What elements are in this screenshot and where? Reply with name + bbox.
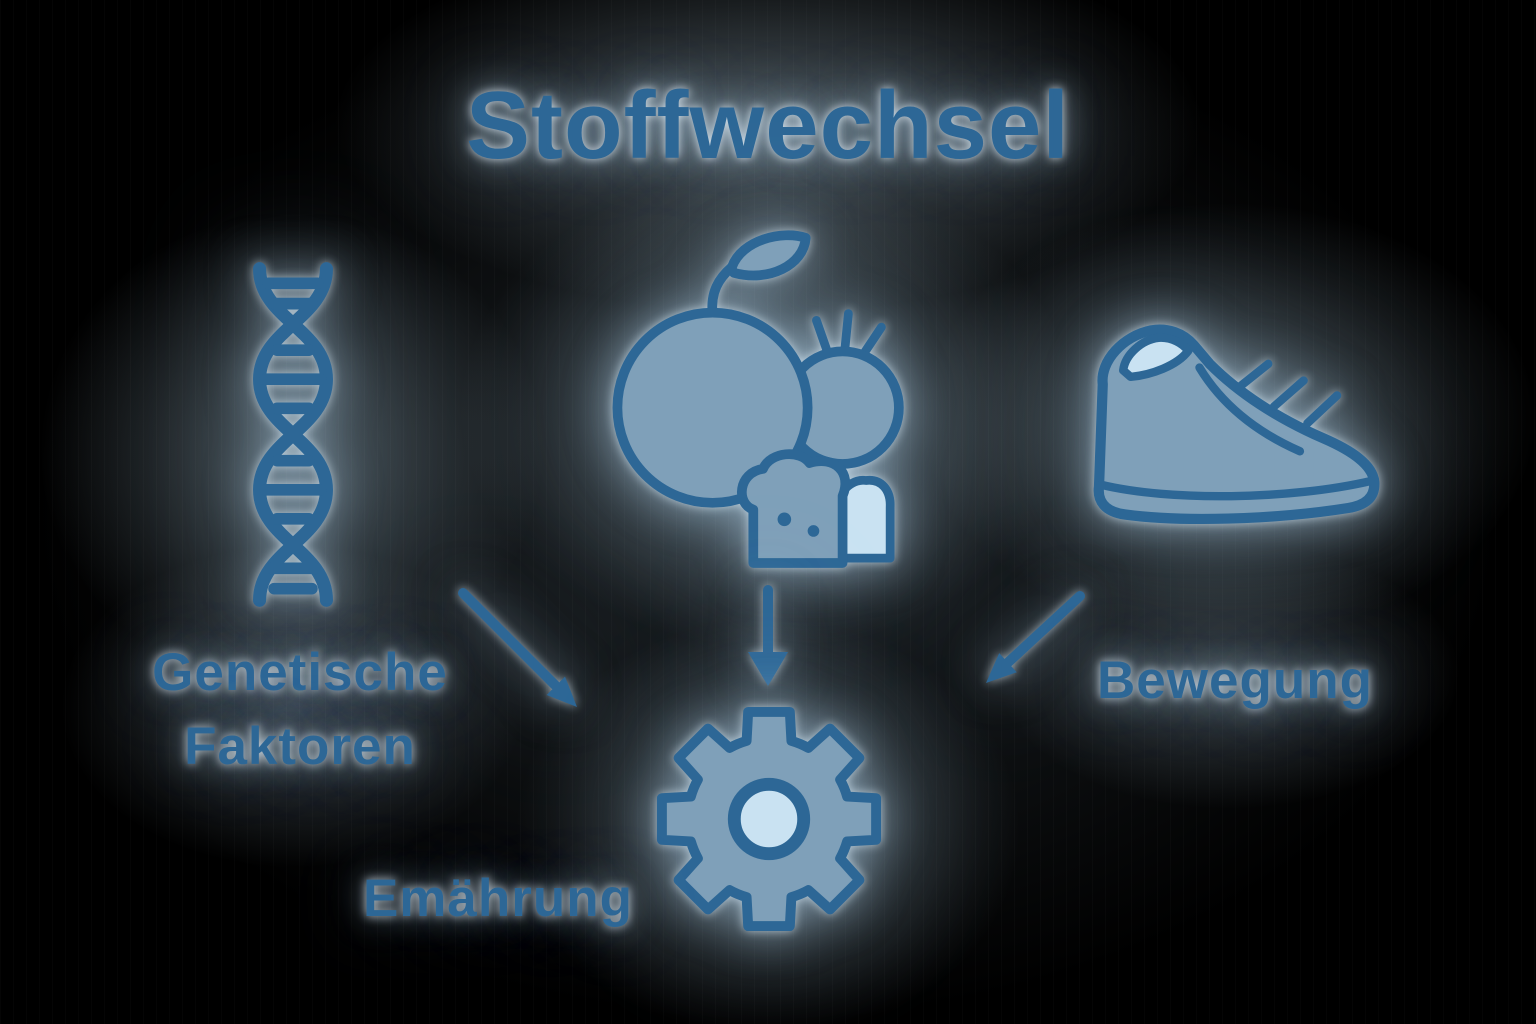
- dna-rungs: [259, 277, 327, 595]
- apple: [612, 307, 813, 508]
- diagram-title: Stoffwechsel: [465, 72, 1071, 179]
- bread-loaf: [737, 449, 851, 568]
- bread-dot: [777, 512, 792, 527]
- apple-leaf: [727, 230, 811, 281]
- label-movement: Bewegung: [1097, 651, 1373, 710]
- food-icon: [598, 228, 928, 573]
- label-genetic-factors: Genetische Faktoren: [120, 636, 480, 784]
- shoe-body: [1093, 324, 1380, 525]
- label-genetic-line1: Genetische: [152, 643, 448, 702]
- shoe-laces: [1236, 359, 1342, 428]
- shoe-collar: [1119, 333, 1193, 382]
- arrow-food-to-gear: [736, 584, 800, 697]
- shoe-icon: [1058, 282, 1393, 566]
- bread-dot: [807, 525, 820, 537]
- label-nutrition: Emährung: [362, 869, 634, 928]
- label-genetic-line2: Faktoren: [184, 717, 416, 776]
- arrow-dna-to-gear: [455, 585, 605, 740]
- dna-icon: [213, 260, 373, 614]
- shoe-seam: [1195, 363, 1305, 456]
- shoe-sole-line: [1096, 476, 1375, 501]
- gear-icon: [650, 700, 888, 943]
- arrow-shoe-to-gear: [930, 588, 1090, 705]
- gear-hole: [727, 777, 811, 861]
